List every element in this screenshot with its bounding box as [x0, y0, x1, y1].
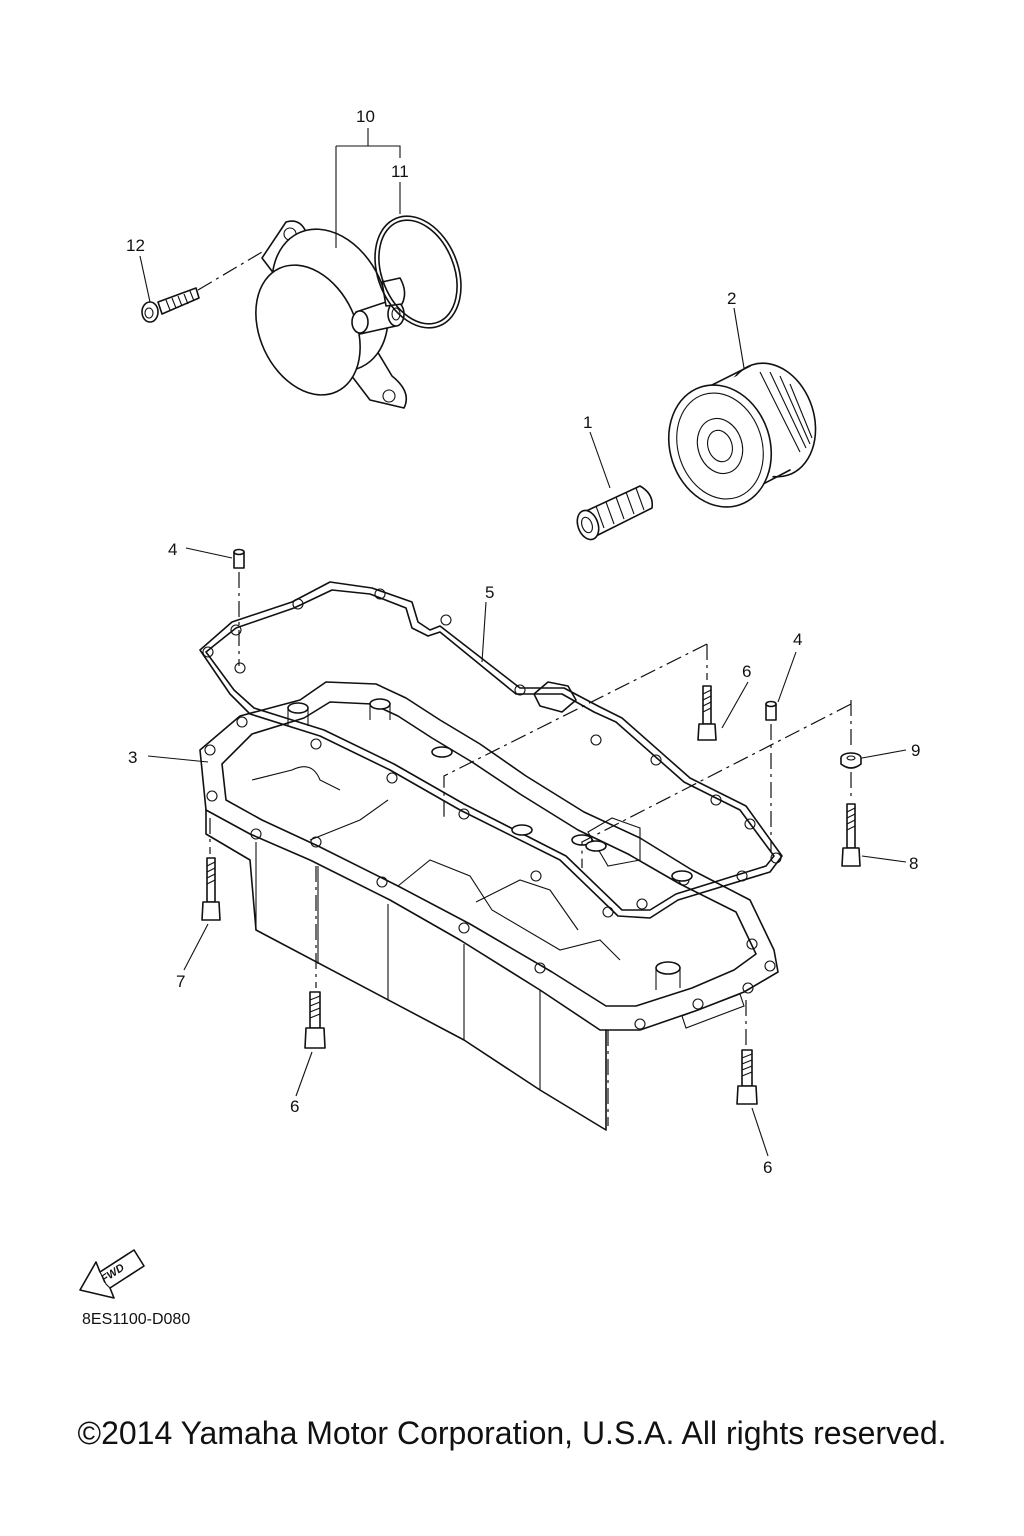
callout-5: 5	[485, 583, 494, 602]
callout-12: 12	[126, 236, 145, 255]
bolt-6-left	[304, 991, 326, 1049]
assembly-lines	[209, 572, 852, 1126]
bolt-6-top	[697, 685, 717, 741]
callout-10: 10	[356, 107, 375, 126]
callout-8: 8	[909, 854, 918, 873]
oil-cooler	[255, 220, 408, 409]
bolt-6-right	[736, 1049, 758, 1105]
callout-11: 11	[391, 162, 409, 181]
union-bolt	[576, 485, 654, 541]
leader-lines	[139, 128, 907, 1157]
o-ring	[374, 215, 462, 329]
callout-4-right: 4	[793, 630, 802, 649]
bolt-8	[841, 803, 861, 867]
callout-6-left: 6	[290, 1097, 299, 1116]
dowel-pin-left	[233, 548, 245, 569]
callout-6-right: 6	[763, 1158, 772, 1177]
callout-9: 9	[911, 741, 920, 760]
gasket	[199, 581, 783, 919]
washer-9	[840, 752, 862, 769]
copyright-notice: ©2014 Yamaha Motor Corporation, U.S.A. A…	[77, 1415, 947, 1451]
diagram-code: 8ES1100-D080	[82, 1311, 191, 1328]
callout-6-top: 6	[742, 662, 751, 681]
callout-2: 2	[727, 289, 736, 308]
bolt-12	[141, 287, 200, 323]
callout-7: 7	[176, 972, 185, 991]
bolt-7	[201, 857, 221, 921]
fwd-arrow-icon: FWD	[79, 1249, 145, 1299]
oil-pan	[199, 681, 779, 1131]
callout-labels: 10 11 12 2 1 4 5 4 6 3 9 8 7 6 6	[126, 107, 920, 1177]
callout-3: 3	[128, 748, 137, 767]
dowel-pin-right	[765, 700, 777, 721]
callout-4-left: 4	[168, 540, 177, 559]
callout-1: 1	[583, 413, 592, 432]
oil-filter	[667, 362, 817, 508]
